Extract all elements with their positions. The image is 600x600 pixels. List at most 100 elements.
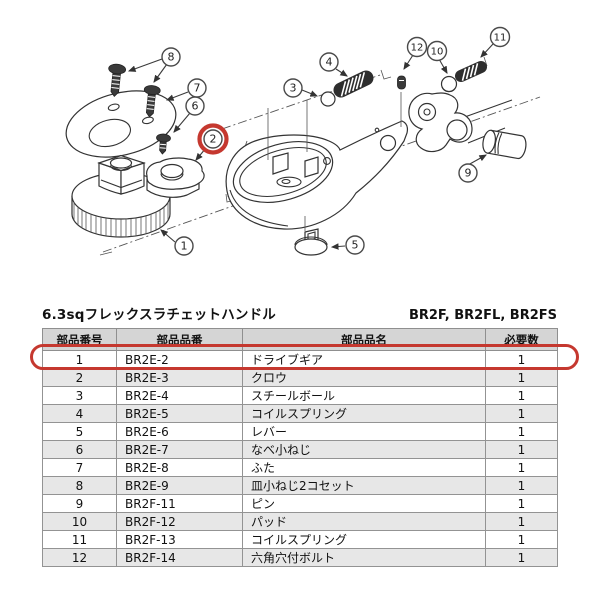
callout-7: 7	[165, 78, 207, 101]
cell-no: 2	[42, 368, 117, 387]
lever	[294, 228, 328, 256]
cell-qty: 1	[485, 458, 558, 477]
cell-no: 4	[42, 404, 117, 423]
cell-no: 10	[42, 512, 117, 531]
callout-1: 1	[160, 229, 194, 256]
cell-no: 7	[42, 458, 117, 477]
callout-3: 3	[283, 78, 319, 98]
cell-qty: 1	[485, 476, 558, 495]
cell-code: BR2E-6	[116, 422, 243, 441]
cell-name: 皿小ねじ2コセット	[242, 476, 486, 495]
cell-code: BR2E-7	[116, 440, 243, 459]
header-part-number: 部品番号	[42, 328, 117, 351]
flex-joint	[408, 92, 473, 153]
cell-qty: 1	[485, 548, 558, 567]
cell-qty: 1	[485, 530, 558, 549]
cell-qty: 1	[485, 404, 558, 423]
drive-gear	[71, 154, 171, 238]
cell-code: BR2E-8	[116, 458, 243, 477]
steel-ball	[320, 91, 336, 107]
callout-4-label: 4	[326, 56, 333, 69]
cell-name: ピン	[242, 494, 486, 513]
callout-10: 10	[426, 40, 448, 74]
claw	[146, 157, 205, 198]
pad	[482, 129, 527, 160]
small-screw	[156, 133, 171, 155]
callout-11: 11	[480, 26, 511, 58]
cell-code: BR2E-5	[116, 404, 243, 423]
cell-name: コイルスプリング	[242, 404, 486, 423]
cell-no: 12	[42, 548, 117, 567]
callout-1-label: 1	[181, 240, 188, 253]
cell-qty: 1	[485, 368, 558, 387]
header-qty: 必要数	[485, 328, 558, 351]
callouts: 1 2 3 4 5	[127, 26, 511, 256]
cell-code: BR2E-2	[116, 350, 243, 369]
pin	[397, 75, 406, 90]
ball	[440, 75, 458, 93]
callout-12-label: 12	[411, 42, 424, 53]
callout-2-highlight	[197, 123, 229, 155]
cell-no: 1	[42, 350, 117, 369]
callout-5-label: 5	[352, 239, 359, 252]
callout-6-label: 6	[192, 100, 199, 113]
cell-name: レバー	[242, 422, 486, 441]
cell-no: 5	[42, 422, 117, 441]
callout-2: 2	[195, 123, 229, 161]
cell-name: スチールボール	[242, 386, 486, 405]
callout-6: 6	[173, 96, 205, 133]
cell-qty: 1	[485, 440, 558, 459]
table-header-row: 部品番号 部品品番 部品品名 必要数	[42, 328, 558, 351]
cell-qty: 1	[485, 512, 558, 531]
cell-name: クロウ	[242, 368, 486, 387]
screw-b	[143, 85, 161, 118]
coil-spring-a	[333, 70, 374, 98]
callout-4: 4	[319, 52, 348, 77]
cell-name: パッド	[242, 512, 486, 531]
cell-qty: 1	[485, 422, 558, 441]
title-bar: 6.3sqフレックスラチェットハンドル BR2F, BR2FL, BR2FS	[42, 303, 557, 323]
product-title: 6.3sqフレックスラチェットハンドル	[42, 307, 277, 323]
callout-10-label: 10	[431, 46, 444, 57]
cell-code: BR2F-12	[116, 512, 243, 531]
cell-name: コイルスプリング	[242, 530, 486, 549]
cell-no: 9	[42, 494, 117, 513]
cell-name: なべ小ねじ	[242, 440, 486, 459]
exploded-diagram: 1 2 3 4 5	[65, 26, 541, 256]
cell-no: 3	[42, 386, 117, 405]
callout-5: 5	[330, 235, 365, 255]
cell-name: ふた	[242, 458, 486, 477]
callout-7-label: 7	[194, 82, 201, 95]
header-part-name: 部品品名	[242, 328, 486, 351]
cell-qty: 1	[485, 494, 558, 513]
cell-name: 六角穴付ボルト	[242, 548, 486, 567]
guide-lines	[267, 92, 402, 231]
cell-name: ドライブギア	[242, 350, 486, 369]
callout-9: 9	[458, 154, 487, 183]
cell-no: 11	[42, 530, 117, 549]
cell-no: 6	[42, 440, 117, 459]
cover-plate	[65, 90, 177, 158]
callout-11-label: 11	[494, 32, 507, 43]
cell-code: BR2E-4	[116, 386, 243, 405]
cell-no: 8	[42, 476, 117, 495]
cell-code: BR2E-9	[116, 476, 243, 495]
cell-qty: 1	[485, 386, 558, 405]
model-numbers: BR2F, BR2FL, BR2FS	[408, 308, 557, 323]
header-part-code: 部品品番	[116, 328, 243, 351]
callout-9-label: 9	[465, 167, 472, 180]
cell-code: BR2E-3	[116, 368, 243, 387]
